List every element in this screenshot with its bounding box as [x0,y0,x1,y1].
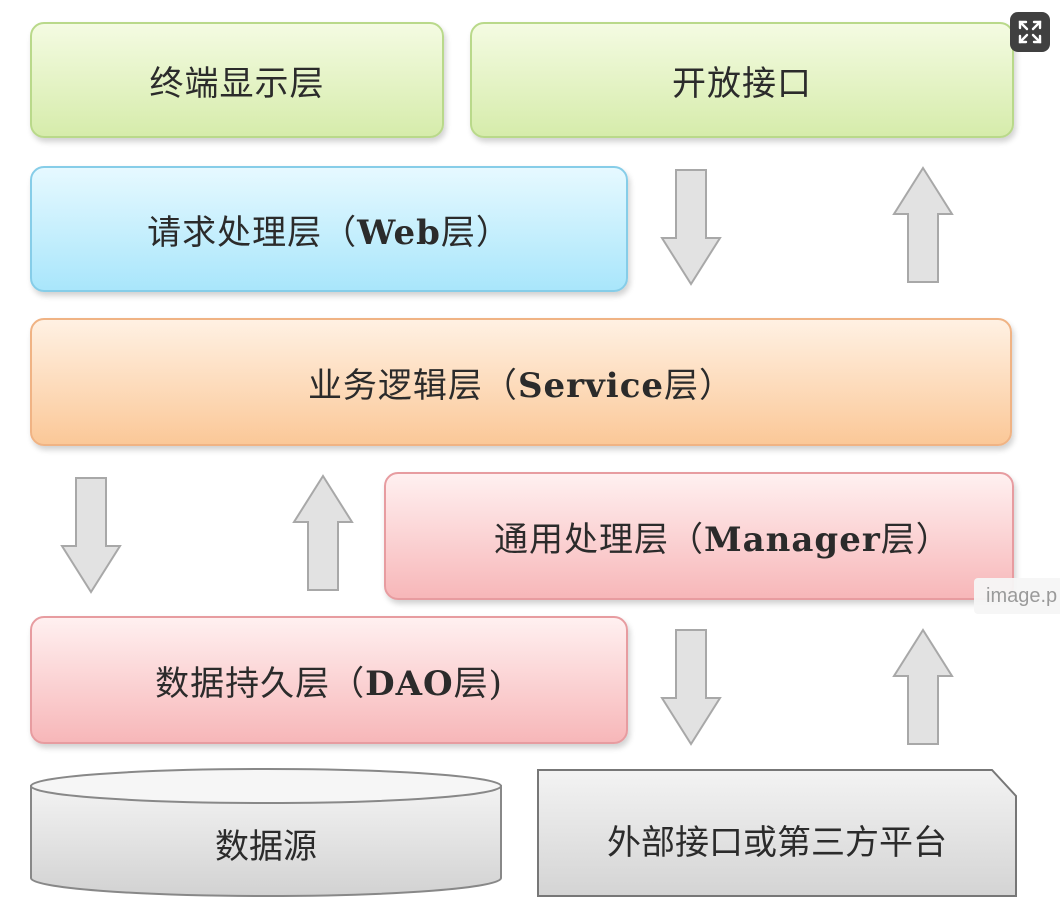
external-platform-shape [537,769,1017,897]
dao-layer-label-prefix: 数据持久层（ [155,663,366,704]
web-layer-label: 请求处理层（Web层） [147,205,511,254]
manager-layer-label-prefix: 通用处理层（ [494,519,704,560]
web-layer-label-en: Web [357,212,441,253]
arrow-down-icon [660,629,722,746]
dao-layer-label-en: DAO [365,663,454,704]
arrow-down-icon [660,169,722,286]
datasource-cylinder: 数据源 [30,768,502,897]
expand-button[interactable] [1010,12,1050,52]
service-layer-label-suffix: 层） [664,365,735,406]
image-watermark: image.p [974,578,1060,614]
terminal-display-layer-label: 终端显示层 [149,63,325,104]
external-platform-label: 外部接口或第三方平台 [607,823,947,863]
service-layer-label-en: Service [517,365,665,406]
manager-layer: 通用处理层（Manager层） [384,472,1014,600]
datasource-label: 数据源 [215,827,317,867]
web-layer: 请求处理层（Web层） [30,166,628,292]
arrow-up-icon [892,628,954,745]
dao-layer-label: 数据持久层（DAO层) [155,656,503,705]
service-layer: 业务逻辑层（Service层） [30,318,1012,446]
dao-layer: 数据持久层（DAO层) [30,616,628,744]
dao-layer-label-suffix: 层) [453,663,503,704]
external-platform-box: 外部接口或第三方平台 [537,769,1017,897]
datasource-cylinder-body [30,785,502,897]
manager-layer-label-suffix: 层） [880,519,951,560]
terminal-display-layer: 终端显示层 [30,22,444,138]
manager-layer-label: 通用处理层（Manager层） [494,512,951,561]
open-api-layer-label: 开放接口 [672,63,812,104]
arrow-down-icon [60,477,122,594]
arrow-up-icon [892,166,954,283]
service-layer-label-prefix: 业务逻辑层（ [307,365,518,406]
service-layer-label: 业务逻辑层（Service层） [308,358,734,407]
open-api-layer: 开放接口 [470,22,1014,138]
expand-icon [1018,20,1042,44]
web-layer-label-prefix: 请求处理层（ [147,212,358,253]
manager-layer-label-en: Manager [704,519,881,560]
web-layer-label-suffix: 层） [440,212,511,253]
datasource-cylinder-top [30,768,502,804]
arrow-up-icon [292,474,354,591]
